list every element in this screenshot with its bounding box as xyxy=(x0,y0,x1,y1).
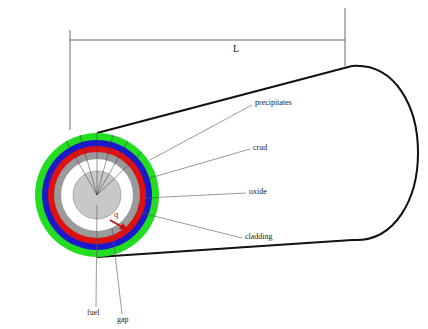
dimension-tick xyxy=(345,8,346,66)
rod-top-edge xyxy=(97,66,352,133)
dimension-label: L xyxy=(232,44,240,54)
layer-label: cladding xyxy=(244,233,274,241)
dimension-line xyxy=(70,40,345,41)
leader-lines xyxy=(96,105,252,314)
rod-end-cap xyxy=(352,66,418,240)
part-label: fuel xyxy=(86,309,100,317)
radial-lines xyxy=(66,133,142,195)
layer-label: oxide xyxy=(248,188,268,196)
layer-label: precipitates xyxy=(254,99,293,107)
part-label: gap xyxy=(116,316,130,324)
arrow-head xyxy=(119,223,128,231)
flux-label: q xyxy=(113,210,120,219)
layer-label: crud xyxy=(252,144,268,152)
precipitates-layer xyxy=(35,133,159,257)
dimension-tick xyxy=(70,30,71,130)
